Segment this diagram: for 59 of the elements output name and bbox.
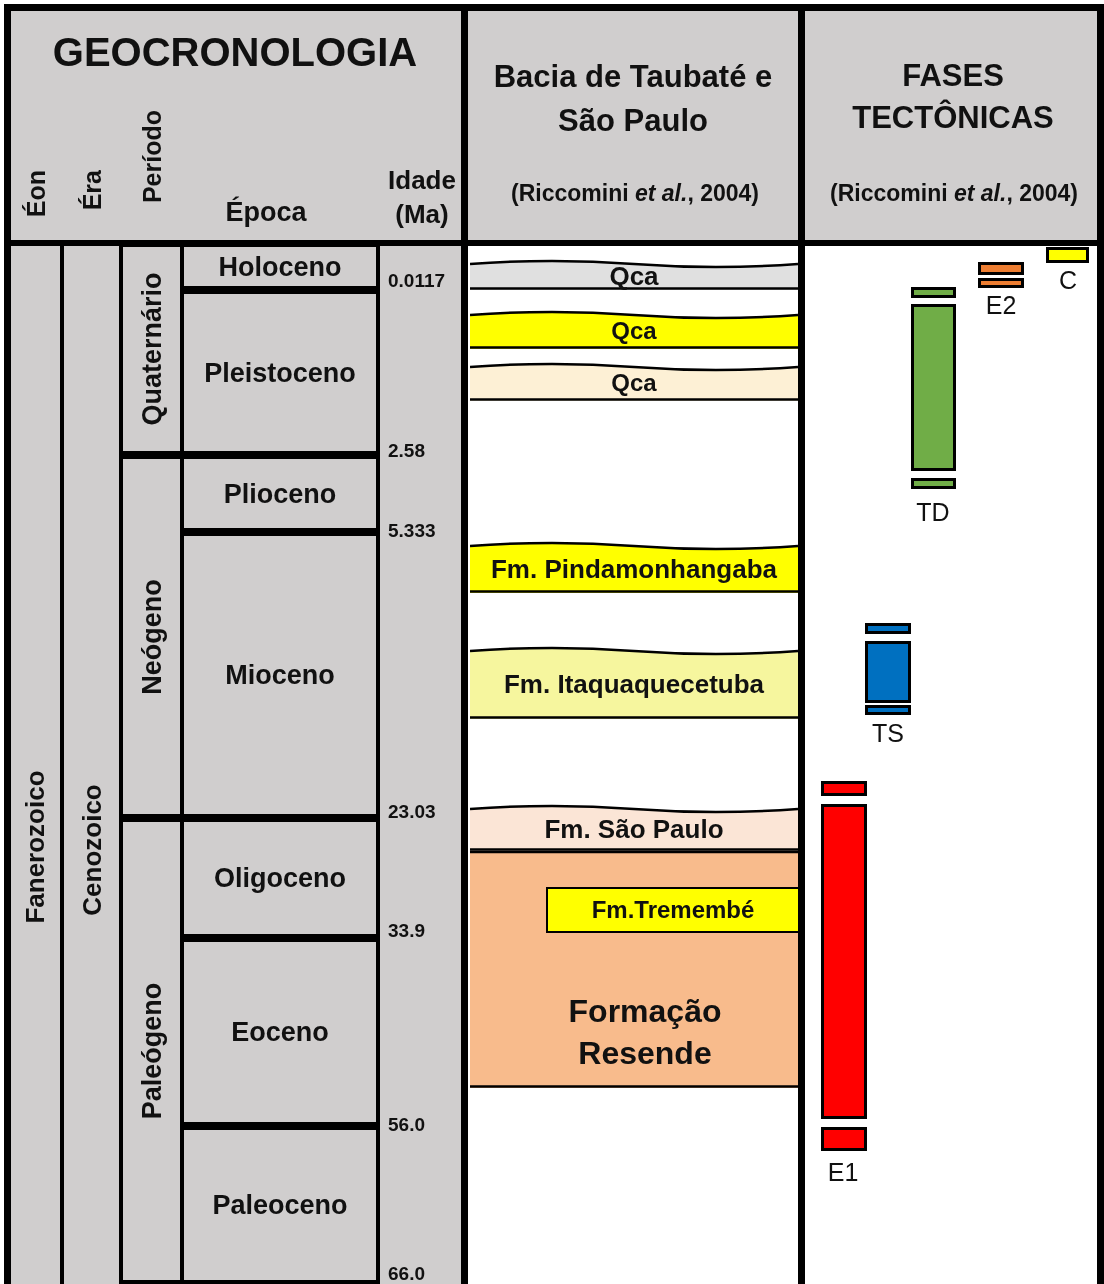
phase-label: E1: [826, 1158, 860, 1186]
epoch-cell: [184, 243, 376, 290]
column-heading: FASES TECTÔNICAS: [851, 57, 1055, 137]
epoch-label: Pleistoceno: [203, 357, 357, 388]
epoch-label: Plioceno: [222, 478, 338, 509]
tectonic-phase-bar: [978, 262, 1024, 288]
phase-label: E2: [984, 291, 1018, 319]
age-value: 33.9: [388, 920, 426, 942]
column-heading: Éra: [78, 170, 107, 211]
epoch-label: Oligoceno: [213, 862, 347, 894]
formation-label: Fm.Tremembé: [590, 896, 756, 924]
epoch-cell: [184, 1126, 376, 1284]
eon-label: Fanerozoico: [19, 770, 51, 924]
formation-layer: [546, 887, 798, 933]
citation-text: (Riccomini et al., 2004): [510, 180, 760, 207]
period-column: [123, 243, 180, 455]
phase-label: TD: [915, 498, 951, 526]
formation-layer: [470, 309, 798, 349]
formation-layer: [470, 540, 798, 593]
age-value: 0.0117: [388, 270, 447, 292]
phase-label: TS: [871, 719, 905, 747]
column-heading: Bacia de Taubaté e São Paulo: [492, 58, 774, 140]
age-value: 2.58: [388, 440, 426, 462]
formation-label: Fm. Pindamonhangaba: [490, 553, 778, 584]
formation-label: Qca: [608, 260, 660, 292]
formation-label: Formação Resende: [567, 992, 723, 1073]
tectonic-phase-bar: [1046, 247, 1089, 263]
age-value: 5.333: [388, 520, 437, 542]
column-heading: Época: [224, 197, 308, 228]
formation-layer: [470, 645, 798, 719]
column-heading: Éon: [22, 170, 51, 218]
formation-label: Qca: [610, 369, 658, 397]
tectonic-phase-bar: [865, 623, 911, 715]
epoch-label: Mioceno: [224, 659, 336, 691]
phase-label: C: [1057, 266, 1079, 294]
citation-text: (Riccomini et al., 2004): [829, 180, 1079, 207]
age-value: 66.0: [388, 1263, 426, 1284]
column-heading: Idade (Ma): [387, 164, 457, 231]
formation-layer: [470, 803, 798, 851]
epoch-label: Paleoceno: [211, 1189, 349, 1221]
column-heading: Período: [138, 110, 167, 204]
age-value: 56.0: [388, 1114, 426, 1136]
era-label: Cenozoico: [76, 784, 107, 916]
tectonic-phase-bar: [911, 287, 956, 489]
epoch-label: Eoceno: [230, 1016, 330, 1048]
formation-label: Qca: [610, 317, 658, 345]
formation-label: Fm. São Paulo: [543, 813, 725, 845]
column-heading: GEOCRONOLOGIA: [51, 30, 419, 75]
age-value: 23.03: [388, 801, 437, 823]
formation-label: Fm. Itaquaquecetuba: [502, 668, 765, 700]
period-label: Quaternário: [136, 272, 167, 426]
period-label: Paleógeno: [136, 982, 167, 1120]
epoch-label: Holoceno: [217, 251, 343, 282]
formation-layer: [470, 258, 798, 290]
tectonic-phase-bar: [821, 781, 867, 1151]
period-label: Neógeno: [136, 578, 167, 695]
formation-layer: [470, 361, 798, 401]
formation-layer: [470, 850, 798, 1088]
period-column: [123, 818, 180, 1284]
